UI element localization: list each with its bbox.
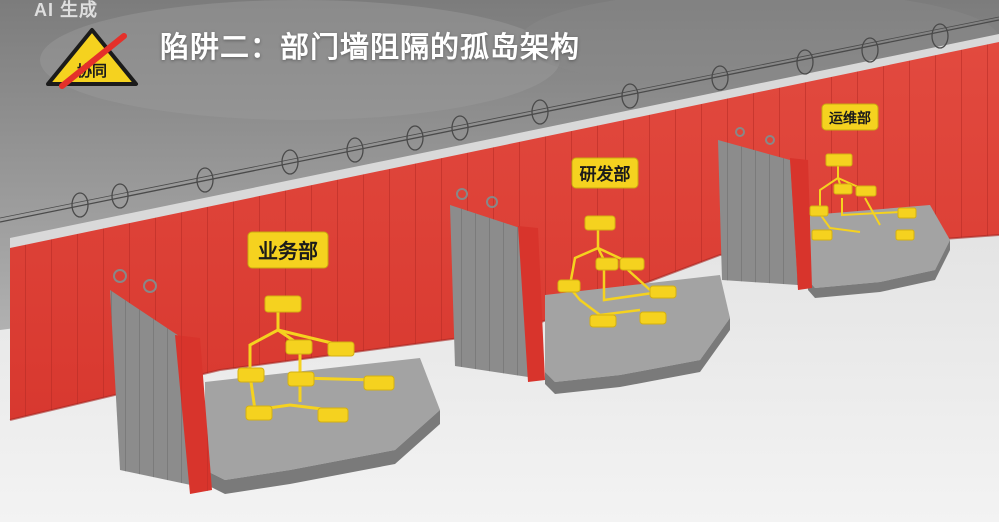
bay-business [110, 231, 440, 494]
dept-label-ops: 运维部 [829, 110, 871, 127]
warning-sign-icon: 协同 [46, 28, 138, 89]
org-nodes-rnd [557, 215, 677, 328]
ai-generated-watermark: AI 生成 [34, 0, 99, 20]
org-nodes-ops [809, 153, 917, 241]
dept-sign-rnd [571, 157, 639, 189]
bay-rnd [450, 157, 730, 394]
dept-sign-ops [821, 103, 879, 131]
bay-ops [718, 103, 950, 298]
barbed-wire [0, 16, 999, 223]
dept-label-rnd: 研发部 [580, 164, 631, 185]
dept-label-business: 业务部 [258, 239, 318, 263]
org-nodes-business [237, 295, 395, 423]
dept-sign-business [247, 231, 329, 269]
page-title: 陷阱二：部门墙阻隔的孤岛架构 [160, 30, 581, 64]
